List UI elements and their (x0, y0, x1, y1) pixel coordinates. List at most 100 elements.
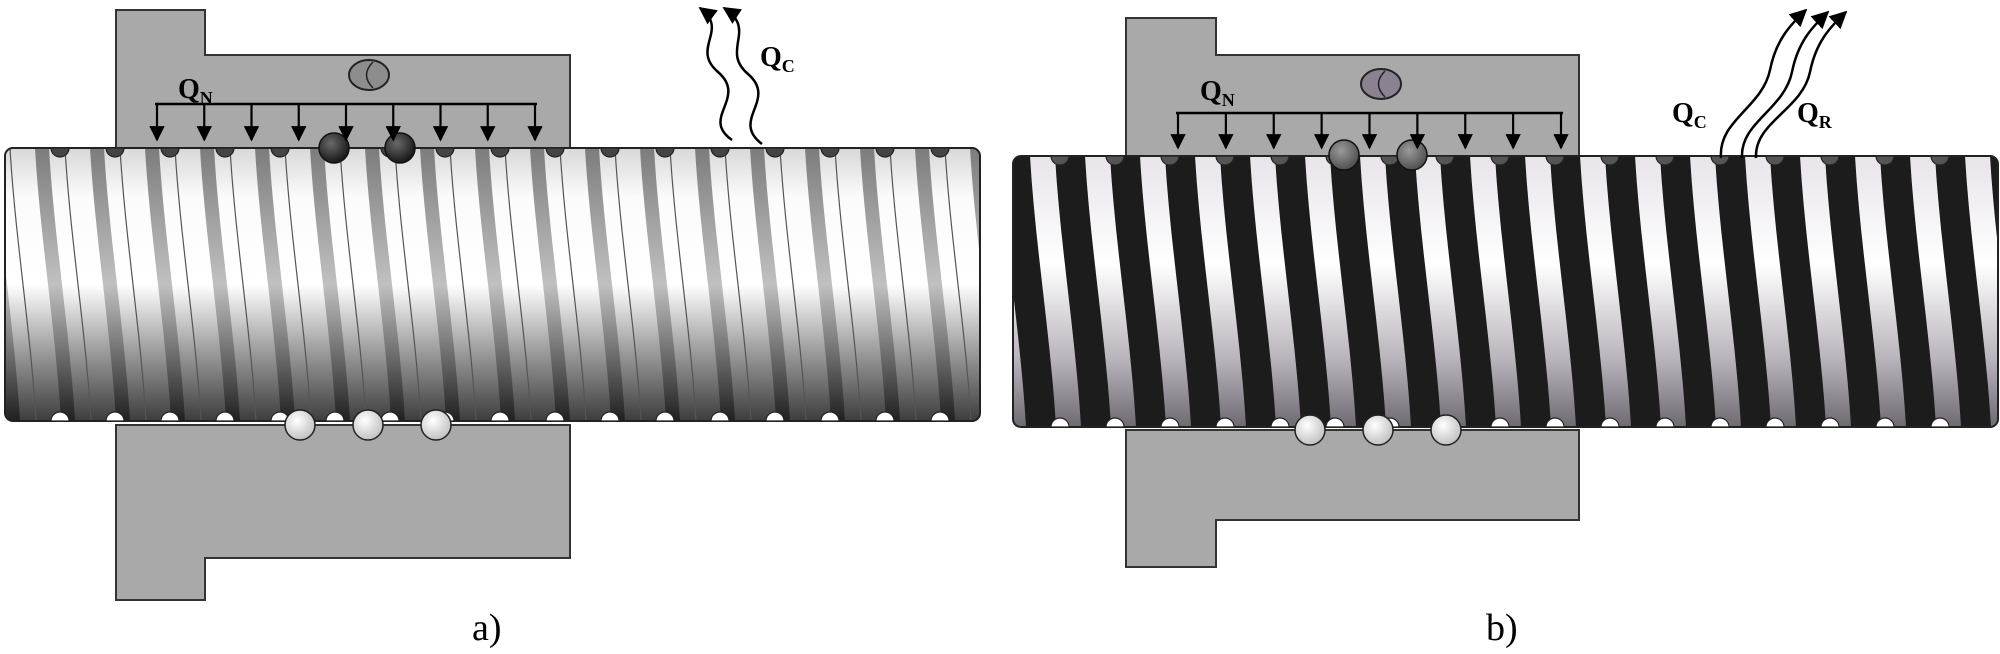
thread-notch (1490, 417, 1510, 428)
thread-notch (1765, 417, 1785, 428)
thread-notch (1545, 155, 1565, 166)
thread-ridge (1770, 156, 1826, 427)
thread-groove (90, 148, 130, 421)
oil-hole-icon (1360, 68, 1402, 100)
thread-notch (1655, 417, 1675, 428)
thread-edge (174, 148, 202, 421)
thread-notch (435, 147, 455, 158)
thread-ridge (1055, 156, 1111, 427)
thread-notch (105, 147, 125, 158)
thread-edge (284, 148, 312, 421)
thread-notch (50, 411, 70, 422)
ball-bearing-icon (1430, 414, 1462, 446)
thread-notch (215, 147, 235, 158)
thread-edge (394, 148, 422, 421)
thread-groove (695, 148, 735, 421)
thread-notch (1435, 155, 1455, 166)
thread-ridge (1825, 156, 1881, 427)
thread-notch (105, 411, 125, 422)
heat-flow-a (698, 6, 763, 145)
thread-groove (145, 148, 185, 421)
nut-a (115, 9, 571, 601)
thread-ridge (1330, 156, 1386, 427)
ball-bearing-icon (1362, 414, 1394, 446)
wavy-up-arrow-icon (1754, 10, 1848, 159)
thread-ridge (1880, 156, 1936, 427)
thread-groove (420, 148, 460, 421)
thread-notch (1600, 155, 1620, 166)
thread-notch (1655, 155, 1675, 166)
ball-bearing-icon (352, 409, 384, 441)
ball-bearing-icon (1396, 139, 1428, 171)
thread-groove (35, 148, 75, 421)
thread-notch (490, 147, 510, 158)
thread-notch (1490, 155, 1510, 166)
load-label-b: QN (1200, 76, 1235, 110)
thread-notch (50, 147, 70, 158)
thread-notch (1215, 155, 1235, 166)
thread-edge (724, 148, 752, 421)
screw-shaft-b (1013, 156, 1998, 427)
thread-edge (779, 148, 807, 421)
thread-ridge (1660, 156, 1716, 427)
thread-ridge (1275, 156, 1331, 427)
thread-groove (915, 148, 955, 421)
thread-edge (119, 148, 147, 421)
thread-ridge (1935, 156, 1991, 427)
oil-hole-icon (348, 59, 390, 91)
thread-ridge (1495, 156, 1551, 427)
thread-notch (1930, 155, 1950, 166)
thread-edge (504, 148, 532, 421)
panel-a: QN QC a) (4, 6, 981, 649)
thread-groove (860, 148, 900, 421)
thread-groove (365, 148, 405, 421)
load-distribution-b (1170, 111, 1569, 150)
thread-notch (1325, 417, 1345, 428)
thread-notch (655, 147, 675, 158)
panel-a-caption: a) (472, 607, 502, 649)
thread-ridge (1715, 156, 1771, 427)
thread-notch (215, 411, 235, 422)
thread-notch (1050, 155, 1070, 166)
thread-notch (765, 147, 785, 158)
thread-ridge (1385, 156, 1441, 427)
thread-edge (669, 148, 697, 421)
thread-notch (765, 411, 785, 422)
thread-groove (585, 148, 625, 421)
ball-bearing-icon (420, 409, 452, 441)
thread-groove (475, 148, 515, 421)
thread-notch (1820, 417, 1840, 428)
thread-notch (1875, 155, 1895, 166)
thread-edge (229, 148, 257, 421)
thread-edge (889, 148, 917, 421)
thread-edge (834, 148, 862, 421)
thread-notch (1765, 155, 1785, 166)
thread-notch (655, 411, 675, 422)
thread-notch (160, 411, 180, 422)
wavy-up-arrow-icon (698, 6, 733, 142)
thread-notch (160, 147, 180, 158)
thread-ridge (1605, 156, 1661, 427)
thread-groove (310, 148, 350, 421)
thread-edge (559, 148, 587, 421)
thread-notch (710, 147, 730, 158)
panel-b: QN QC QR b) (1012, 8, 1999, 649)
thread-notch (1875, 417, 1895, 428)
thread-notches-a (50, 147, 950, 422)
thread-notch (600, 411, 620, 422)
load-distribution-a (149, 102, 543, 142)
thread-notch (875, 147, 895, 158)
thread-notch (1270, 417, 1290, 428)
heat-label-b-qr: QR (1797, 98, 1833, 132)
thread-ridge (1110, 156, 1166, 427)
thread-notch (1160, 155, 1180, 166)
heat-label-b-qc: QC (1672, 98, 1707, 132)
thread-edge (64, 148, 92, 421)
screw-shaft-a (5, 148, 980, 421)
thread-notch (1710, 417, 1730, 428)
heat-label-a-qc: QC (760, 42, 795, 76)
thread-ridge (1440, 156, 1496, 427)
thread-groove (255, 148, 295, 421)
thread-notch (325, 411, 345, 422)
